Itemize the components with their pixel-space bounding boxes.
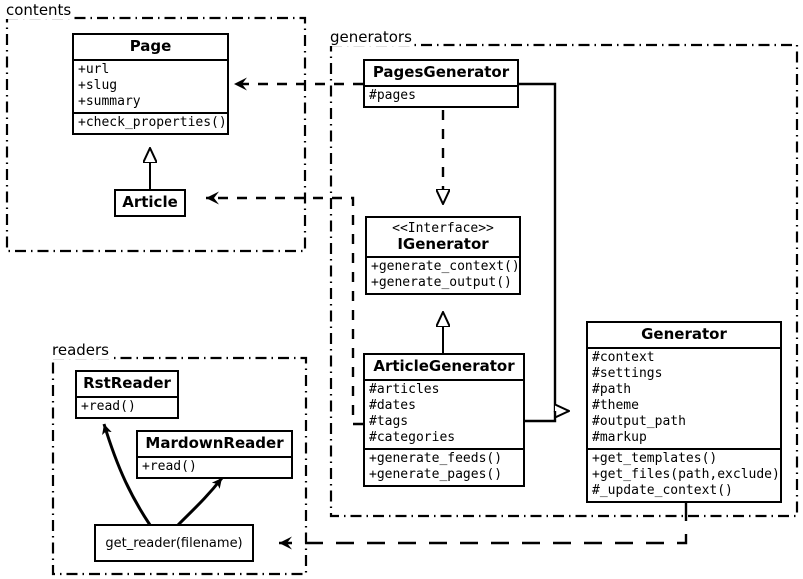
edge-articlegenerator-to-article — [206, 191, 363, 426]
class-page-operations: +check_properties() — [74, 112, 227, 133]
class-articlegenerator[interactable]: ArticleGenerator #articles #dates #tags … — [363, 353, 525, 487]
class-igenerator-operations: +generate_context() +generate_output() — [367, 256, 520, 293]
class-rstreader-name: RstReader — [83, 374, 171, 392]
class-attribute: +summary — [78, 94, 141, 109]
class-attribute: #settings — [592, 366, 663, 381]
class-attribute: #tags — [369, 414, 409, 429]
class-operation: #_update_context() — [592, 483, 733, 498]
class-operation: +read() — [142, 459, 197, 474]
package-label-readers: readers — [51, 341, 111, 359]
class-articlegenerator-operations: +generate_feeds() +generate_pages() — [365, 448, 523, 485]
class-attribute: #output_path — [592, 414, 686, 429]
class-operation: +check_properties() — [78, 115, 227, 130]
class-attribute: #path — [592, 382, 632, 397]
class-attribute: +slug — [78, 78, 118, 93]
package-label-contents: contents — [5, 1, 74, 19]
class-mardownreader-operations: +read() — [138, 456, 291, 477]
edge-getreader-to-mardownreader — [176, 477, 224, 527]
function-get-reader[interactable]: get_reader(filename) — [94, 524, 254, 562]
package-label-generators: generators — [329, 28, 414, 46]
class-rstreader[interactable]: RstReader +read() — [75, 370, 179, 419]
class-igenerator-stereotype: <<Interface>> — [392, 221, 494, 236]
class-generator-attributes: #context #settings #path #theme #output_… — [588, 347, 780, 448]
class-attribute: +url — [78, 62, 110, 77]
class-pagesgenerator-attributes: #pages — [365, 85, 517, 106]
class-generator[interactable]: Generator #context #settings #path #them… — [586, 321, 782, 503]
class-attribute: #pages — [369, 88, 416, 103]
class-article[interactable]: Article — [114, 189, 186, 217]
class-rstreader-operations: +read() — [77, 396, 177, 417]
class-operation: +generate_pages() — [369, 467, 503, 482]
class-attribute: #articles — [369, 382, 440, 397]
edge-generator-to-getreader — [279, 503, 688, 550]
function-get-reader-label: get_reader(filename) — [105, 535, 243, 551]
class-operation: +get_templates() — [592, 451, 718, 466]
class-operation: +generate_output() — [371, 275, 512, 290]
edge-pagesgenerator-to-generator — [519, 82, 569, 411]
class-operation: +get_files(path,exclude) — [592, 467, 780, 482]
class-page[interactable]: Page +url +slug +summary +check_properti… — [72, 33, 229, 135]
class-attribute: #markup — [592, 430, 647, 445]
class-article-name: Article — [122, 193, 178, 211]
class-page-name: Page — [129, 37, 172, 55]
class-operation: +generate_feeds() — [369, 451, 503, 466]
class-generator-operations: +get_templates() +get_files(path,exclude… — [588, 448, 780, 501]
class-mardownreader[interactable]: MardownReader +read() — [136, 430, 293, 479]
edge-articlegenerator-to-generator — [525, 411, 557, 423]
class-generator-name: Generator — [641, 325, 727, 343]
class-page-attributes: +url +slug +summary — [74, 59, 227, 112]
class-pagesgenerator-name: PagesGenerator — [372, 63, 510, 81]
class-articlegenerator-attributes: #articles #dates #tags #categories — [365, 379, 523, 448]
class-pagesgenerator[interactable]: PagesGenerator #pages — [363, 59, 519, 108]
class-operation: +generate_context() — [371, 259, 520, 274]
class-mardownreader-name: MardownReader — [145, 434, 284, 452]
class-attribute: #theme — [592, 398, 639, 413]
class-articlegenerator-name: ArticleGenerator — [373, 357, 515, 375]
class-igenerator[interactable]: <<Interface>> IGenerator +generate_conte… — [365, 216, 521, 295]
class-attribute: #context — [592, 350, 655, 365]
class-operation: +read() — [81, 399, 136, 414]
class-attribute: #categories — [369, 430, 456, 445]
class-igenerator-name: IGenerator — [397, 235, 489, 253]
class-attribute: #dates — [369, 398, 416, 413]
